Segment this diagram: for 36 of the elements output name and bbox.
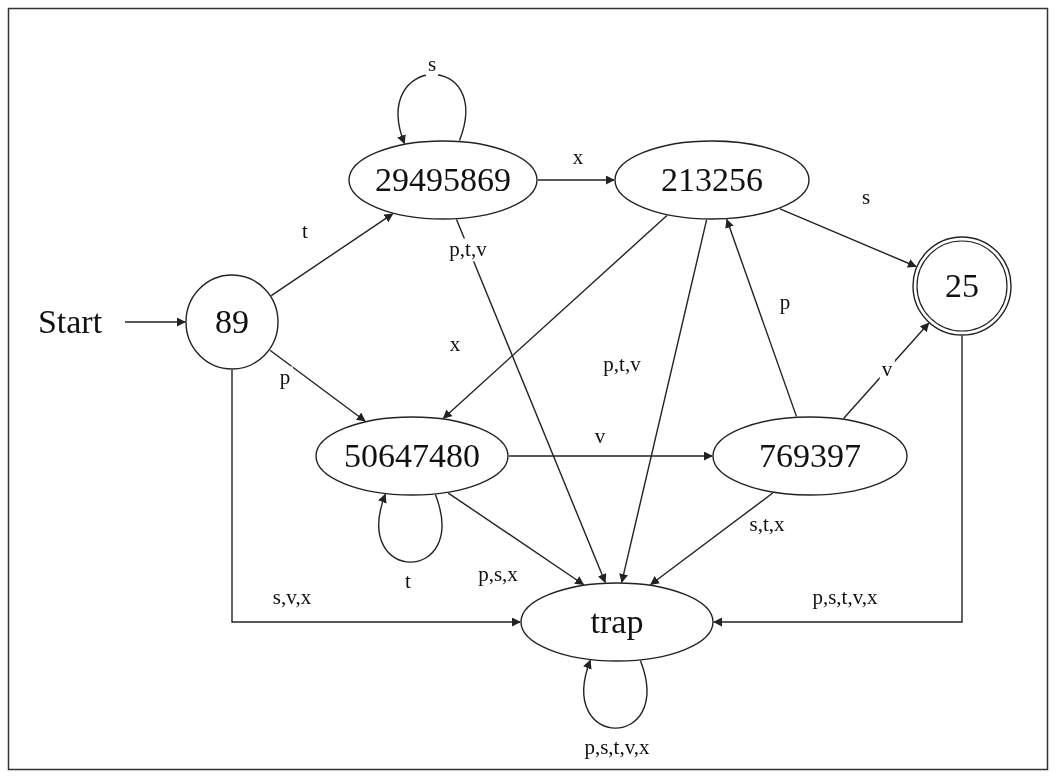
state-ellipse — [348, 140, 538, 220]
state-ellipse — [614, 140, 810, 220]
state-label: 29495869 — [375, 163, 511, 197]
transition-arrow — [270, 213, 394, 297]
state-ellipse — [520, 582, 714, 662]
transition-arrow — [269, 349, 366, 422]
state-label: 50647480 — [344, 439, 480, 473]
accept-state — [912, 236, 1012, 336]
transition-arrow — [447, 492, 585, 586]
state-label: 25 — [945, 269, 979, 303]
transition-arrow — [619, 219, 708, 583]
transition-arrow — [650, 492, 774, 586]
state-ellipse — [712, 416, 908, 496]
edge-label: v — [879, 358, 895, 382]
transition-arrow — [583, 659, 648, 729]
transition-arrow — [455, 218, 607, 584]
transition-arrow — [713, 335, 963, 627]
state-label: 213256 — [661, 163, 763, 197]
start-label: Start — [37, 305, 103, 339]
state-label: trap — [590, 605, 644, 639]
transition-arrow — [397, 73, 466, 145]
transition-arrow — [725, 218, 798, 418]
state-label: 769397 — [759, 439, 861, 473]
edge-label: p — [277, 366, 293, 390]
transition-arrow — [231, 369, 521, 627]
transition-arrow — [442, 214, 668, 419]
transition-arrow — [124, 317, 186, 327]
transition-arrow — [537, 175, 615, 185]
transition-arrow — [508, 451, 713, 461]
transition-arrow — [779, 208, 917, 268]
state-label: 89 — [215, 305, 249, 339]
edge-label: p,t,v — [447, 238, 489, 262]
state-ellipse — [185, 274, 279, 370]
transition-arrow — [842, 322, 930, 420]
state-ellipse — [315, 416, 509, 496]
transition-arrow — [378, 493, 443, 563]
